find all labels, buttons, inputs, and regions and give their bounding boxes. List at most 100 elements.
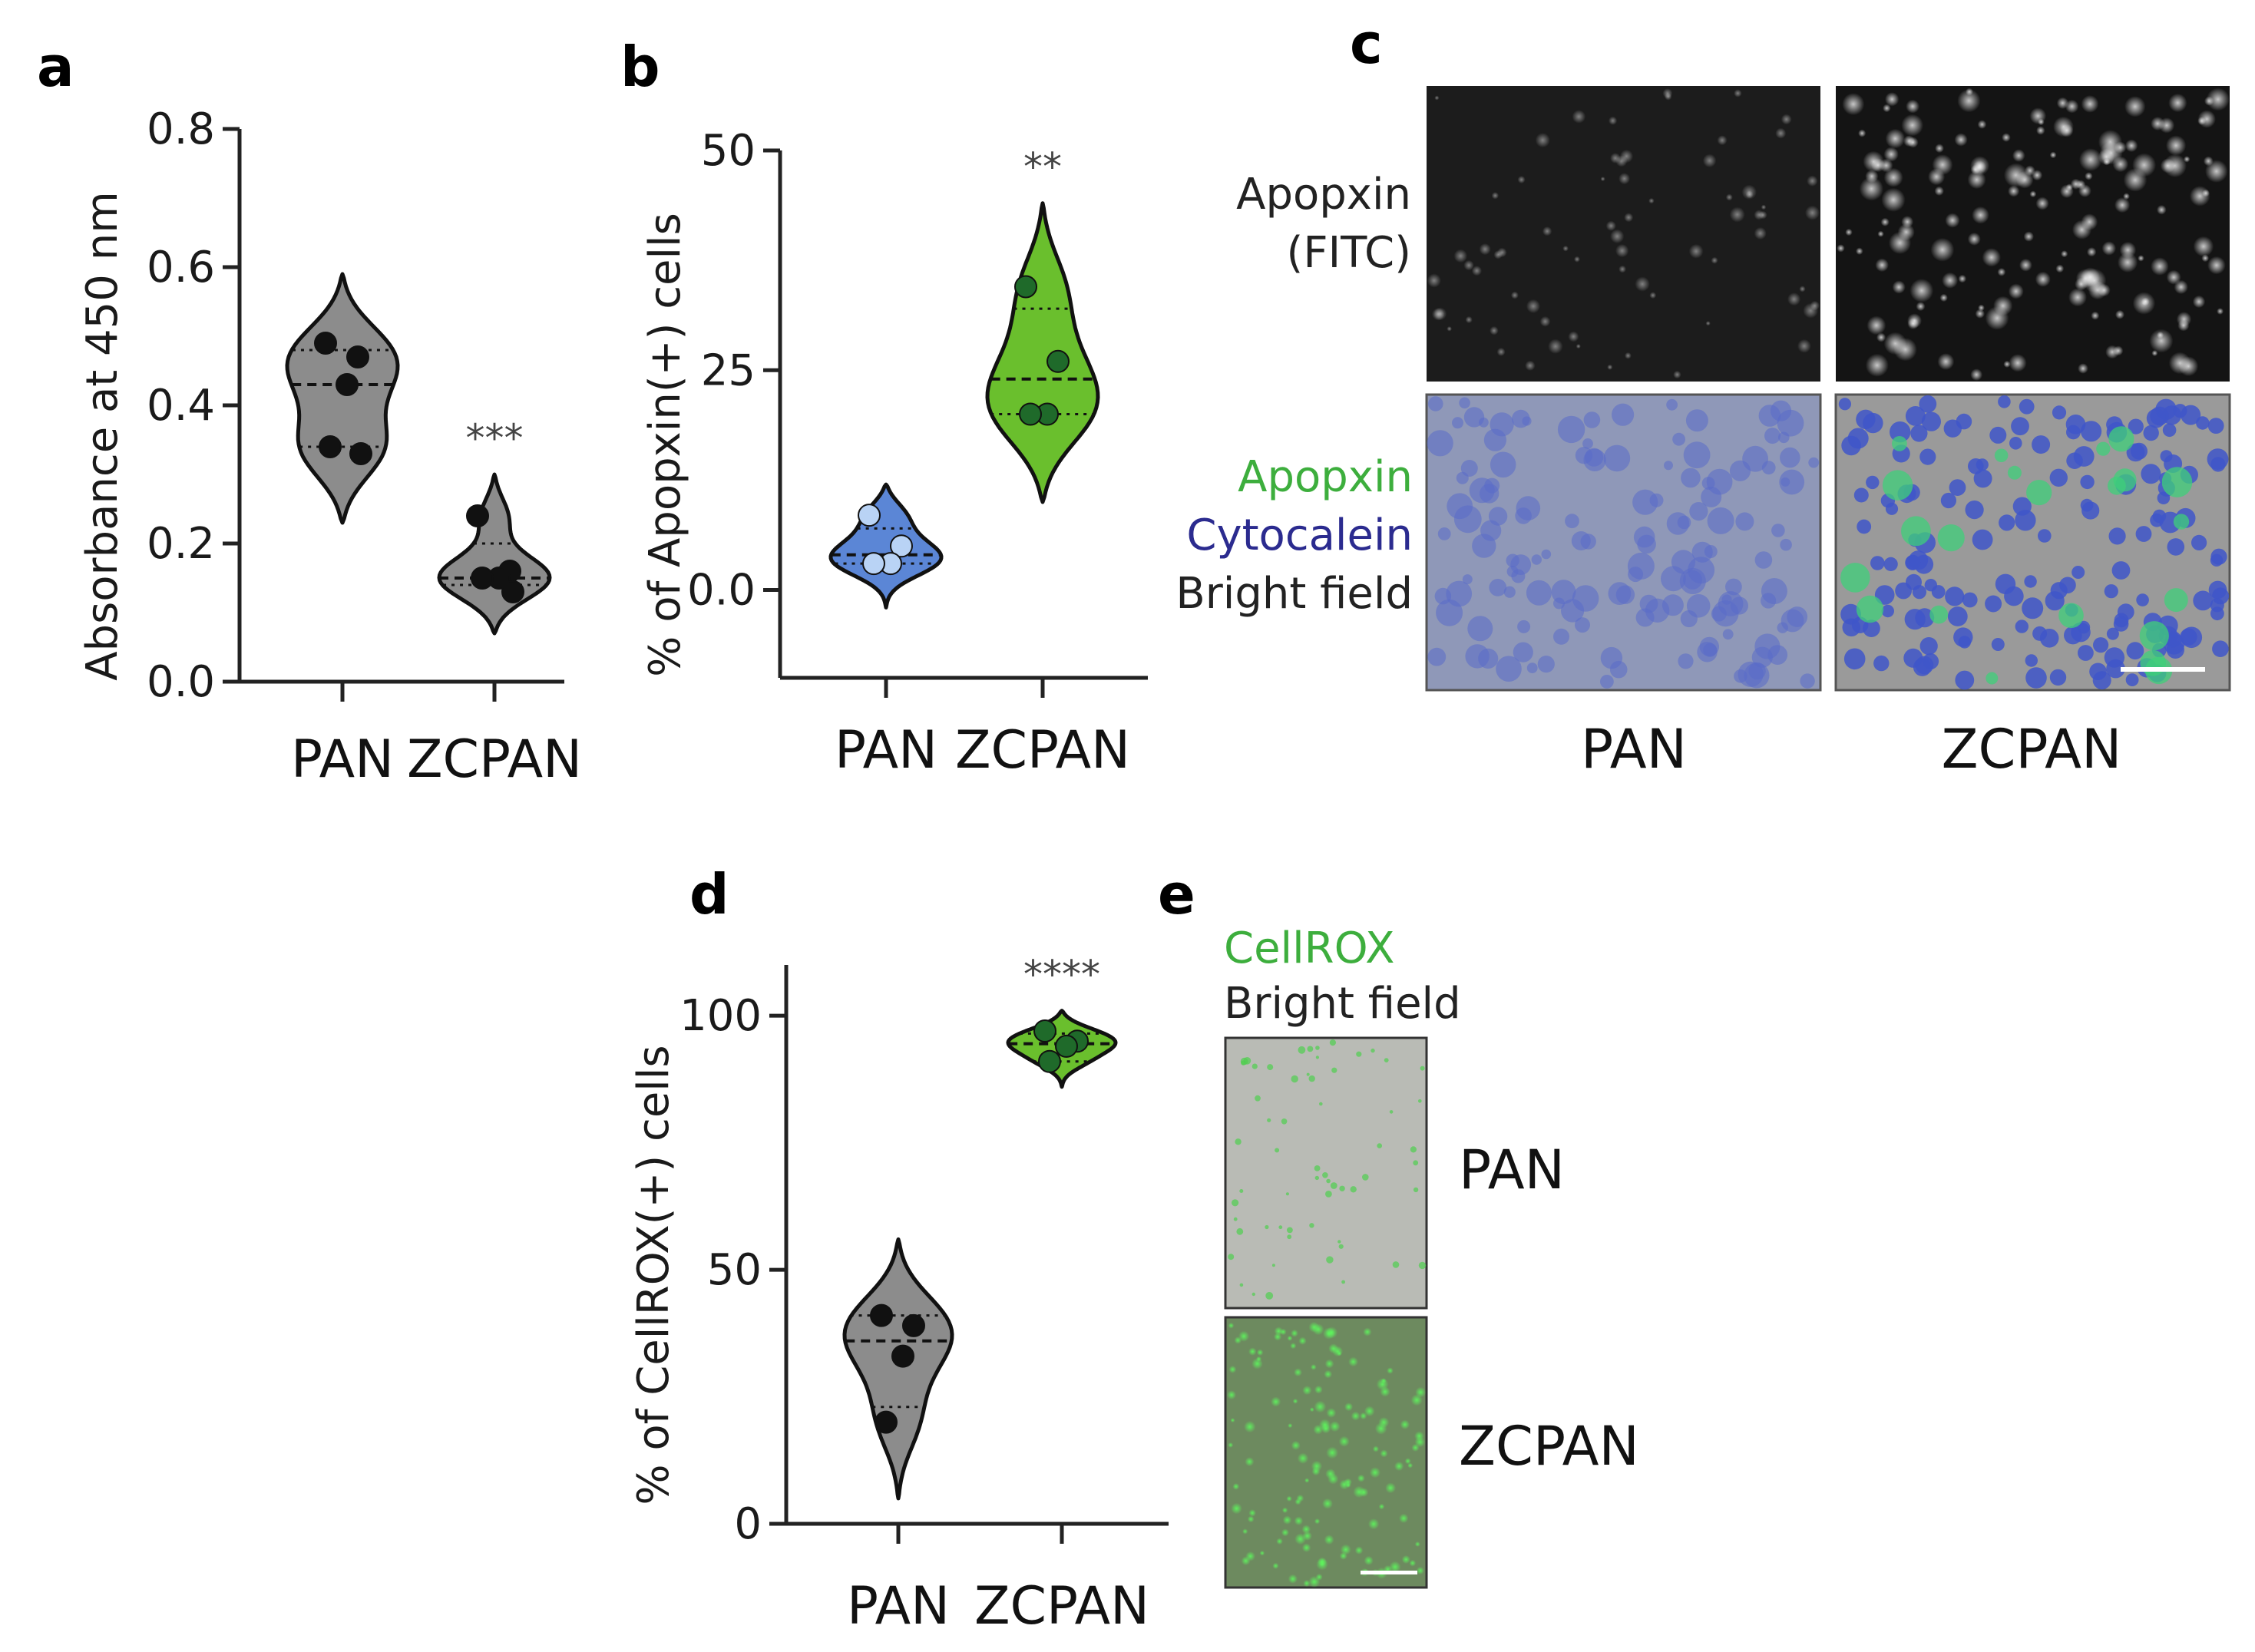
panel-letter-e: e bbox=[1158, 862, 1195, 927]
cell-speck bbox=[1490, 412, 1514, 437]
cell-speck bbox=[1781, 114, 1792, 125]
cell-speck bbox=[1777, 409, 1804, 437]
cell-speck bbox=[1313, 1424, 1324, 1435]
cell-speck bbox=[1609, 116, 1618, 125]
cell-speck bbox=[1267, 1118, 1271, 1122]
cell-speck bbox=[1251, 1063, 1258, 1069]
data-point bbox=[471, 567, 494, 590]
cell-speck bbox=[1780, 538, 1792, 551]
cell-speck bbox=[2181, 405, 2201, 425]
data-point bbox=[1055, 1034, 1078, 1058]
panel-letter-c: c bbox=[1350, 12, 1383, 76]
cell-speck bbox=[1572, 110, 1586, 124]
cell-speck bbox=[1453, 505, 1482, 534]
cell-speck bbox=[1627, 552, 1655, 580]
cell-speck bbox=[1416, 1566, 1424, 1575]
cell-speck bbox=[1612, 403, 1635, 426]
cell-speck bbox=[2106, 627, 2119, 640]
cell-speck bbox=[1935, 144, 1944, 154]
data-point bbox=[501, 580, 524, 603]
cell-speck bbox=[1479, 243, 1491, 256]
cell-speck bbox=[2210, 553, 2224, 567]
cell-speck bbox=[1865, 170, 1879, 183]
cell-speck bbox=[1958, 636, 1971, 649]
x-category-label: PAN bbox=[291, 729, 394, 790]
cell-speck bbox=[1885, 502, 1899, 515]
y-tick-label: 50 bbox=[701, 126, 756, 176]
cell-speck bbox=[1285, 1192, 1289, 1196]
cell-speck bbox=[1607, 364, 1613, 370]
cell-speck bbox=[1943, 419, 1962, 438]
cell-speck bbox=[1341, 1280, 1345, 1284]
cell-speck bbox=[1490, 451, 1516, 478]
cell-speck bbox=[1267, 1064, 1274, 1071]
cell-speck bbox=[2206, 88, 2230, 111]
panel-c-row2-label-bright: Bright field bbox=[1175, 569, 1413, 619]
cell-speck bbox=[1378, 1416, 1390, 1428]
cell-speck bbox=[1287, 1335, 1293, 1341]
cell-speck bbox=[2132, 292, 2156, 315]
cell-speck bbox=[1291, 1440, 1301, 1450]
cell-speck bbox=[1615, 243, 1629, 258]
cell-speck bbox=[1387, 1367, 1394, 1374]
cell-speck bbox=[1271, 1396, 1281, 1407]
cell-speck bbox=[2193, 590, 2214, 611]
cell-speck bbox=[2138, 255, 2144, 262]
cell-speck bbox=[1582, 438, 1593, 449]
cell-speck bbox=[1883, 147, 1899, 162]
panel-c: Apopxin (FITC) Apopxin Cytocalein Bright… bbox=[1175, 86, 2231, 781]
cell-speck bbox=[1480, 520, 1502, 541]
cell-speck bbox=[1354, 1546, 1364, 1555]
cell-speck bbox=[1666, 512, 1690, 535]
cell-speck bbox=[2123, 168, 2148, 192]
cell-speck bbox=[1453, 249, 1468, 263]
cell-speck bbox=[1934, 186, 1944, 196]
cell-speck bbox=[1247, 1515, 1255, 1523]
cell-speck bbox=[2019, 258, 2032, 272]
cell-speck bbox=[1624, 213, 1634, 223]
cell-speck bbox=[1912, 585, 1926, 600]
cell-speck bbox=[1350, 1186, 1357, 1193]
cell-speck bbox=[1380, 1449, 1388, 1458]
cell-speck bbox=[2078, 645, 2094, 661]
cell-speck bbox=[1326, 1446, 1338, 1459]
cell-speck bbox=[2205, 160, 2228, 183]
cell-speck bbox=[2162, 423, 2177, 438]
cell-speck bbox=[2023, 231, 2034, 242]
cell-speck bbox=[1565, 514, 1579, 529]
cell-speck bbox=[1842, 93, 1865, 116]
data-point bbox=[875, 1410, 898, 1434]
cell-speck bbox=[2124, 96, 2146, 117]
cell-speck bbox=[1967, 170, 1986, 190]
y-tick-label: 0.2 bbox=[147, 519, 215, 569]
cell-speck bbox=[1797, 339, 1811, 353]
cell-speck bbox=[1452, 417, 1463, 429]
cell-speck bbox=[2064, 626, 2082, 645]
cell-speck bbox=[1717, 135, 1728, 146]
cell-speck bbox=[1418, 1261, 1427, 1270]
cell-speck bbox=[2103, 158, 2111, 166]
cell-speck bbox=[1496, 347, 1506, 356]
cell-speck bbox=[1888, 231, 1912, 254]
cell-speck bbox=[1517, 176, 1526, 183]
cell-speck bbox=[2112, 156, 2129, 173]
cell-speck bbox=[2091, 311, 2100, 320]
cell-speck bbox=[1427, 430, 1453, 457]
cell-speck bbox=[2202, 189, 2210, 197]
cell-speck bbox=[1314, 1518, 1321, 1525]
cell-speck bbox=[1337, 1240, 1341, 1244]
cell-speck bbox=[1977, 120, 1987, 129]
cell-speck bbox=[1972, 529, 1993, 550]
cell-speck bbox=[2124, 139, 2138, 153]
cell-speck bbox=[1730, 596, 1748, 615]
cell-speck bbox=[1683, 441, 1711, 469]
cell-speck bbox=[1326, 1256, 1334, 1264]
cell-speck bbox=[1503, 586, 1516, 598]
cell-speck bbox=[1410, 1146, 1417, 1153]
cell-speck bbox=[1705, 321, 1711, 326]
cell-speck bbox=[1322, 1327, 1335, 1340]
cell-speck bbox=[1510, 291, 1519, 299]
cell-speck bbox=[1265, 1292, 1274, 1300]
cell-speck bbox=[2126, 443, 2145, 462]
cell-speck bbox=[1575, 617, 1590, 633]
